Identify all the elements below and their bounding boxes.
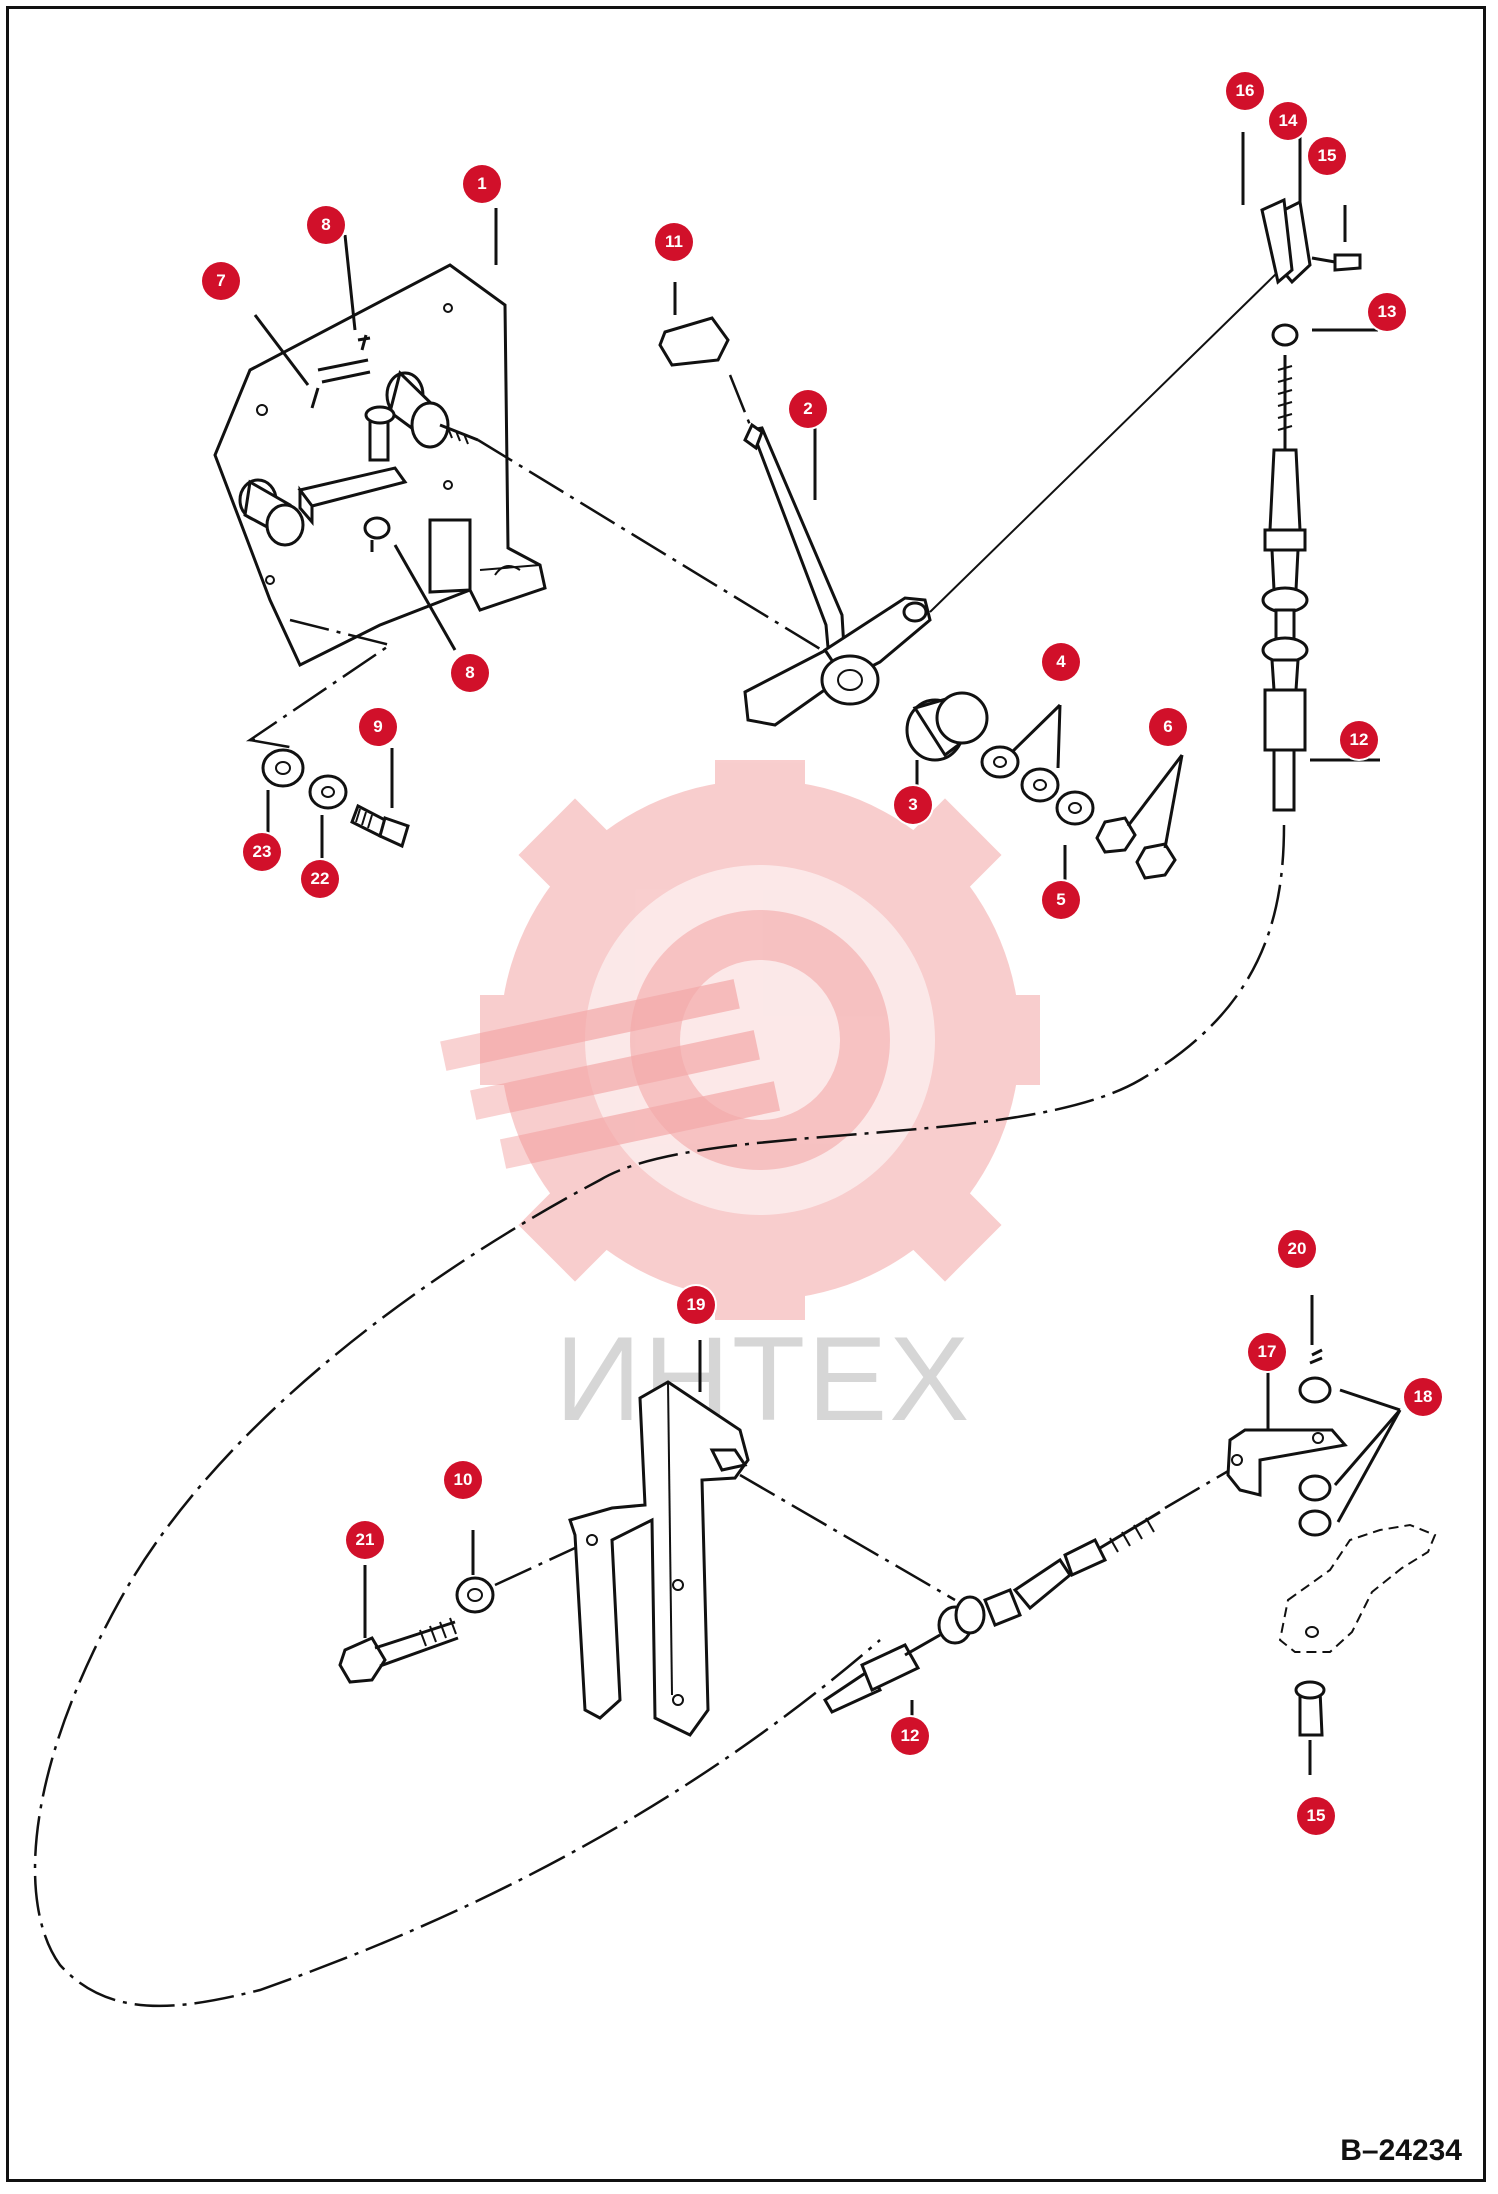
control-cable-lower-end <box>739 1468 1231 1740</box>
callout-20[interactable]: 20 <box>1278 1230 1316 1268</box>
callout-12a[interactable]: 12 <box>1340 721 1378 759</box>
bolt-washer-set-9-22-23 <box>261 748 410 858</box>
callout-4[interactable]: 4 <box>1042 643 1080 681</box>
callout-3[interactable]: 3 <box>894 786 932 824</box>
callout-6[interactable]: 6 <box>1149 708 1187 746</box>
callout-5[interactable]: 5 <box>1042 881 1080 919</box>
bushing-washer-nut-set-3-4-5-6 <box>905 691 1184 900</box>
callout-18[interactable]: 18 <box>1404 1378 1442 1416</box>
callout-15b[interactable]: 15 <box>1297 1797 1335 1835</box>
callout-23[interactable]: 23 <box>243 833 281 871</box>
callout-12b[interactable]: 12 <box>891 1717 929 1755</box>
callout-9[interactable]: 9 <box>359 708 397 746</box>
mounting-plate-part-1 <box>213 208 547 668</box>
mounting-bracket-part-19 <box>568 1340 750 1737</box>
callout-2[interactable]: 2 <box>789 390 827 428</box>
callout-1[interactable]: 1 <box>463 165 501 203</box>
callout-15a[interactable]: 15 <box>1308 137 1346 175</box>
callout-14[interactable]: 14 <box>1269 102 1307 140</box>
control-cable-upper-end <box>929 132 1380 812</box>
callout-10[interactable]: 10 <box>444 1461 482 1499</box>
callout-11[interactable]: 11 <box>655 223 693 261</box>
callout-13[interactable]: 13 <box>1368 293 1406 331</box>
bolt-washer-set-21-10 <box>338 1530 576 1684</box>
anchor-bracket-set-15-17-18-20 <box>1226 1295 1437 1775</box>
callout-8a[interactable]: 8 <box>307 206 345 244</box>
callout-7[interactable]: 7 <box>202 262 240 300</box>
callout-22[interactable]: 22 <box>301 860 339 898</box>
control-cable-run <box>33 824 1286 2008</box>
drawing-frame <box>6 6 1486 2182</box>
callout-17[interactable]: 17 <box>1248 1333 1286 1371</box>
control-lever-part-2 <box>658 282 932 727</box>
callout-8b[interactable]: 8 <box>451 654 489 692</box>
callout-16[interactable]: 16 <box>1226 72 1264 110</box>
callout-19[interactable]: 19 <box>677 1286 715 1324</box>
callout-21[interactable]: 21 <box>346 1521 384 1559</box>
drawing-reference-code: B–24234 <box>1340 2134 1462 2167</box>
watermark-text: ИНТЕХ <box>555 1312 972 1446</box>
